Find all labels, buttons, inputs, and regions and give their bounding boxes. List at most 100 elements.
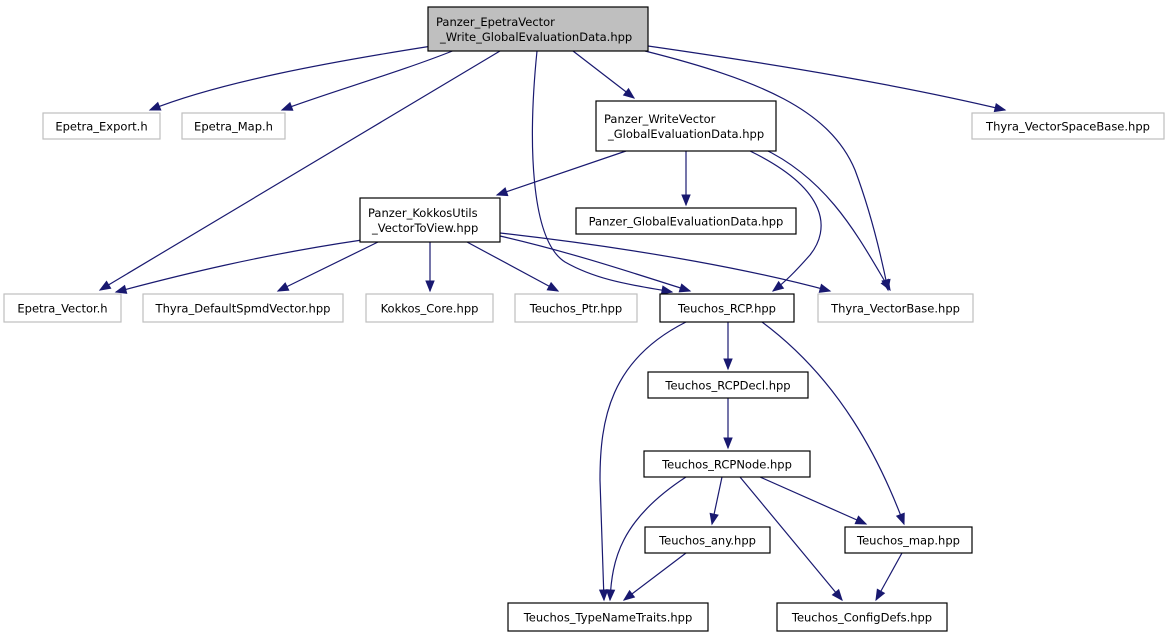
edge-line: [115, 239, 363, 293]
node-label: Teuchos_RCP.hpp: [677, 302, 776, 316]
arrowhead: [678, 283, 692, 293]
arrowhead: [993, 102, 1007, 113]
edge-root-to-epetra_export: [148, 45, 433, 111]
edge-root-to-write_vector: [572, 50, 636, 99]
edge-root-to-teuchos_rcp: [531, 50, 674, 295]
node-teuchos-ptr: Teuchos_Ptr.hpp: [514, 293, 638, 323]
node-teuchos-tnt[interactable]: Teuchos_TypeNameTraits.hpp: [507, 602, 709, 632]
node-thyra-dsv: Thyra_DefaultSpmdVector.hpp: [142, 293, 344, 323]
node-teuchos-rcpnode[interactable]: Teuchos_RCPNode.hpp: [643, 450, 811, 478]
edge-kokkos_utils-to-thyra_dsv: [276, 241, 379, 292]
edge-write_vector-to-global_eval: [681, 151, 691, 207]
arrowhead: [681, 194, 691, 207]
node-label: Thyra_VectorBase.hpp: [830, 302, 960, 316]
node-label: Panzer_KokkosUtils: [368, 206, 478, 220]
node-box: [776, 602, 948, 632]
node-global-eval[interactable]: Panzer_GlobalEvaluationData.hpp: [575, 207, 797, 235]
edge-teuchos_rcpnode-to-teuchos_any: [709, 476, 723, 526]
node-root[interactable]: Panzer_EpetraVector_Write_GlobalEvaluati…: [427, 6, 649, 52]
edge-line: [531, 50, 673, 293]
edge-line: [466, 241, 559, 292]
edge-root-to-thyra_vsb: [647, 45, 1007, 113]
edge-line: [499, 235, 691, 292]
node-box: [181, 112, 286, 140]
edge-line: [499, 232, 831, 292]
edge-line: [623, 552, 687, 601]
arrowhead: [425, 280, 435, 293]
edge-line: [609, 476, 687, 601]
arrowhead: [895, 512, 905, 526]
node-label: _GlobalEvaluationData.hpp: [607, 127, 764, 141]
edge-line: [647, 45, 1006, 111]
node-kokkos-utils[interactable]: Panzer_KokkosUtils_VectorToView.hpp: [359, 197, 501, 243]
node-box: [595, 100, 777, 152]
node-teuchos-rcpdecl[interactable]: Teuchos_RCPDecl.hpp: [647, 371, 809, 399]
nodes-layer: Panzer_EpetraVector_Write_GlobalEvaluati…: [3, 6, 1165, 632]
node-box: [507, 602, 709, 632]
edge-line: [759, 476, 867, 525]
edge-line: [739, 476, 843, 601]
edge-line: [572, 50, 635, 99]
arrowhead: [831, 588, 843, 602]
edges-layer: [98, 45, 1007, 602]
node-teuchos-config[interactable]: Teuchos_ConfigDefs.hpp: [776, 602, 948, 632]
arrowhead: [880, 278, 891, 292]
edge-kokkos_utils-to-thyra_vb: [499, 232, 832, 293]
edge-root-to-thyra_vb: [644, 50, 891, 292]
node-box: [644, 526, 771, 554]
edge-line: [281, 49, 456, 111]
node-label: Teuchos_TypeNameTraits.hpp: [523, 611, 693, 625]
arrowhead: [622, 87, 636, 99]
node-teuchos-map[interactable]: Teuchos_map.hpp: [844, 526, 973, 554]
arrowhead: [875, 588, 886, 602]
arrowhead: [723, 358, 733, 371]
node-box: [42, 112, 161, 140]
edge-teuchos_rcpnode-to-teuchos_tnt: [605, 476, 687, 602]
node-box: [427, 6, 649, 52]
edge-teuchos_rcpnode-to-teuchos_map: [759, 476, 868, 525]
edge-teuchos_rcp-to-teuchos_tnt: [598, 321, 687, 602]
edge-teuchos_map-to-teuchos_config: [875, 552, 903, 602]
node-label: Panzer_EpetraVector: [436, 15, 555, 29]
node-label: _Write_GlobalEvaluationData.hpp: [439, 30, 632, 44]
edge-line: [496, 150, 627, 196]
node-box: [359, 197, 501, 243]
arrowhead: [495, 187, 509, 197]
node-label: Teuchos_ConfigDefs.hpp: [791, 611, 932, 625]
arrowhead: [818, 283, 832, 293]
edge-kokkos_utils-to-epetra_vector: [114, 239, 363, 294]
node-label: Panzer_GlobalEvaluationData.hpp: [589, 215, 784, 229]
edge-teuchos_any-to-teuchos_tnt: [622, 552, 687, 601]
node-label: Teuchos_RCPDecl.hpp: [664, 379, 790, 393]
node-box: [647, 371, 809, 399]
edge-kokkos_utils-to-kokkos_core: [425, 242, 435, 293]
node-label: Teuchos_RCPNode.hpp: [661, 458, 792, 472]
node-teuchos-any[interactable]: Teuchos_any.hpp: [644, 526, 771, 554]
node-box: [514, 293, 638, 323]
edge-line: [761, 147, 891, 291]
node-label: Teuchos_any.hpp: [658, 534, 756, 548]
node-teuchos-rcp[interactable]: Teuchos_RCP.hpp: [659, 293, 795, 323]
edge-line: [99, 50, 501, 291]
edge-line: [277, 241, 379, 292]
edge-line: [644, 50, 889, 291]
arrowhead: [622, 589, 636, 601]
arrowhead: [854, 515, 868, 525]
edge-kokkos_utils-to-teuchos_ptr: [466, 241, 560, 292]
node-epetra-map: Epetra_Map.h: [181, 112, 286, 140]
node-box: [643, 450, 811, 478]
node-label: Thyra_VectorSpaceBase.hpp: [985, 120, 1150, 134]
arrowhead: [148, 101, 162, 111]
node-box: [3, 293, 122, 323]
node-label: Epetra_Export.h: [55, 120, 147, 134]
node-write-vector[interactable]: Panzer_WriteVector_GlobalEvaluationData.…: [595, 100, 777, 152]
node-label: Epetra_Map.h: [194, 120, 273, 134]
arrowhead: [98, 280, 112, 291]
edge-write_vector-to-thyra_vb: [761, 147, 891, 292]
node-thyra-vsb: Thyra_VectorSpaceBase.hpp: [971, 112, 1165, 140]
edge-root-to-epetra_map: [280, 49, 456, 111]
edge-root-to-epetra_vector: [98, 50, 501, 291]
arrowhead: [605, 589, 616, 602]
node-box: [844, 526, 973, 554]
